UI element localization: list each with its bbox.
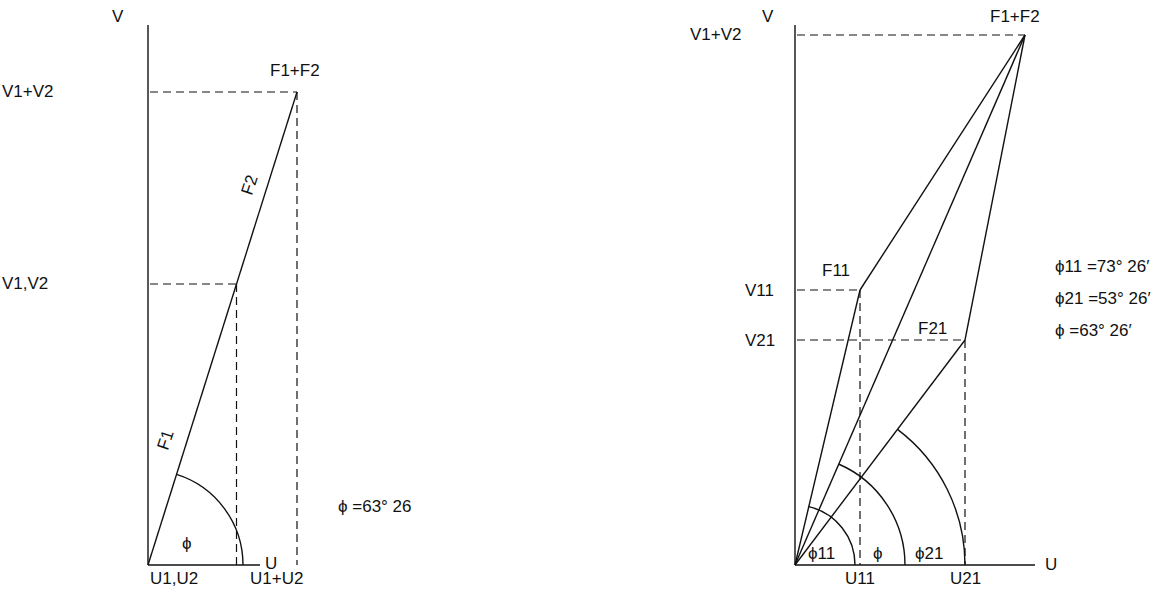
- angle-value: ϕ21 =53° 26′: [1055, 290, 1151, 308]
- angle-label: ϕ21: [915, 545, 943, 563]
- label-text: V21: [745, 331, 775, 350]
- projection-line: [236, 284, 237, 565]
- label-text: V11: [745, 281, 774, 300]
- label-text: ϕ: [873, 544, 883, 563]
- label-text: U11: [845, 569, 875, 588]
- label-text: F11: [822, 261, 850, 280]
- label-text: U1+U2: [250, 569, 303, 588]
- label-text: V: [112, 7, 123, 26]
- vector-label: F1+F2: [990, 8, 1040, 26]
- value-label: V1+V2: [690, 26, 742, 44]
- vector-label: F1: [154, 428, 177, 452]
- angle-label: ϕ: [873, 545, 883, 563]
- axis-label: U: [1045, 556, 1057, 574]
- value-label: V1+V2: [2, 83, 54, 101]
- axis-label: V: [762, 8, 773, 26]
- label-text: ϕ21: [915, 544, 943, 563]
- vector-label: F11: [822, 262, 850, 280]
- force-vector: [965, 35, 1025, 340]
- angle-arc: [177, 474, 243, 565]
- label-text: F1+F2: [990, 7, 1040, 26]
- label-text: V1+V2: [2, 82, 54, 101]
- left-plot: [148, 25, 297, 565]
- label-text: V1,V2: [2, 274, 48, 293]
- projection-line: [797, 34, 1025, 35]
- angle-arc: [809, 507, 855, 565]
- projection-line: [797, 339, 965, 340]
- label-text: F2: [237, 172, 261, 197]
- force-vector: [795, 290, 860, 565]
- v-axis: [147, 25, 148, 565]
- axis-label: V: [112, 8, 123, 26]
- force-vector: [148, 92, 297, 565]
- label-text: ϕ11 =73° 26′: [1055, 257, 1149, 276]
- label-text: F1+F2: [270, 61, 320, 80]
- value-label: U11: [845, 570, 875, 588]
- value-label: V11: [745, 282, 774, 300]
- force-vector: [795, 340, 965, 565]
- label-text: ϕ11: [808, 544, 835, 563]
- value-label: U21: [950, 570, 981, 588]
- resultant-vector: [795, 35, 1025, 565]
- label-text: V1+V2: [690, 25, 742, 44]
- label-text: U1,U2: [150, 569, 198, 588]
- vector-label: F21: [918, 320, 947, 338]
- label-text: U21: [950, 569, 981, 588]
- label-text: ϕ: [182, 534, 192, 553]
- label-text: ϕ21 =53° 26′: [1055, 289, 1151, 308]
- label-text: V: [762, 7, 773, 26]
- label-text: ϕ =63° 26′: [1055, 321, 1132, 340]
- angle-arc: [898, 429, 966, 565]
- projection-line: [859, 290, 860, 565]
- projection-line: [150, 91, 297, 92]
- vector-label: F1+F2: [270, 62, 320, 80]
- angle-arc: [839, 464, 906, 565]
- value-label: V21: [745, 332, 775, 350]
- value-label: U1,U2: [150, 570, 198, 588]
- value-label: U1+U2: [250, 570, 303, 588]
- projection-line: [964, 340, 965, 565]
- vector-label: F2: [238, 173, 261, 197]
- value-label: V1,V2: [2, 275, 48, 293]
- angle-label: ϕ11: [808, 545, 835, 563]
- projection-line: [296, 92, 297, 565]
- angle-value: ϕ11 =73° 26′: [1055, 258, 1149, 276]
- projection-line: [797, 289, 860, 290]
- angle-value: ϕ =63° 26: [338, 498, 412, 516]
- u-axis: [795, 564, 1035, 565]
- right-plot: [795, 25, 1035, 565]
- label-text: U: [1045, 555, 1057, 574]
- label-text: F1: [153, 427, 177, 452]
- label-text: F21: [918, 319, 947, 338]
- projection-line: [150, 283, 237, 284]
- label-text: ϕ =63° 26: [338, 497, 412, 516]
- angle-value: ϕ =63° 26′: [1055, 322, 1132, 340]
- angle-label: ϕ: [182, 535, 192, 553]
- v-axis: [794, 25, 795, 565]
